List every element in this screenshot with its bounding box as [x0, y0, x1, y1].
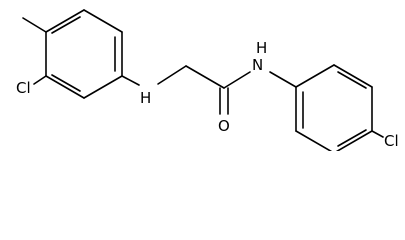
ring-a-bond-1 [83, 9, 123, 33]
ring-b-bond-1 [295, 64, 335, 88]
molecule-structure: Cl H O N H Cl [16, 9, 399, 151]
ring-a-bond-6 [45, 9, 85, 33]
ring-a [45, 9, 123, 99]
ring-b-double-1 [337, 71, 367, 89]
ring-a-to-nh-bond [121, 75, 140, 86]
amide-n-label: N [252, 56, 263, 74]
ring-a-bond-4 [45, 75, 85, 99]
ring-b-double-2 [337, 129, 367, 147]
ring-b-bond-2 [333, 64, 373, 88]
cl-atom-b: Cl [384, 132, 399, 150]
cl-b-bond [371, 130, 384, 138]
oxygen-atom: O [218, 117, 230, 135]
n-to-ring-b-bond [269, 71, 297, 88]
ring-a-double-2 [51, 74, 81, 92]
amide-h-label: H [256, 39, 267, 57]
ring-a-bond-3 [83, 75, 123, 99]
ring-a-double-3 [51, 16, 81, 34]
ch2-to-carbonyl-bond [185, 65, 225, 89]
cl-a-bond [33, 75, 47, 85]
ring-b-bond-4 [335, 130, 373, 151]
ring-b [295, 64, 373, 151]
methyl-bond [22, 17, 47, 33]
carbonyl-to-n-bond [223, 71, 251, 89]
cl-atom-a: Cl [16, 79, 31, 97]
nh-to-ch2-bond [157, 65, 187, 85]
nh-hydrogen-label: H [140, 89, 151, 107]
ring-b-bond-5 [295, 130, 333, 151]
